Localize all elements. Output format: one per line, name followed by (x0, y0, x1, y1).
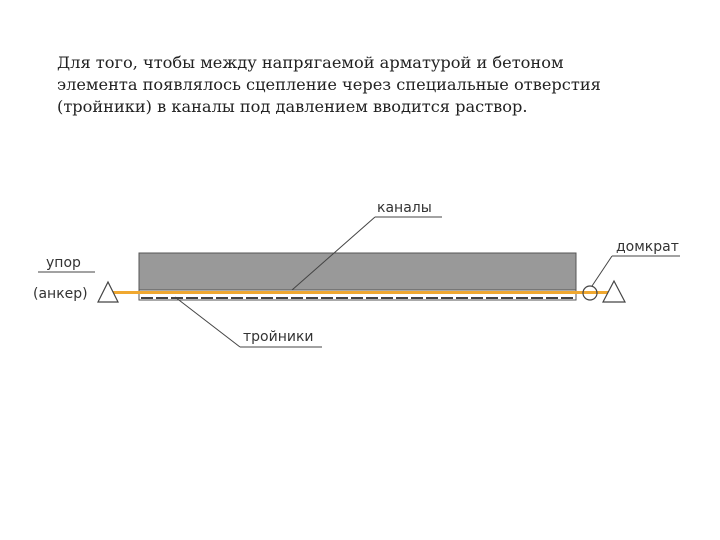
stop-label: упор (46, 255, 81, 271)
jack-label: домкрат (616, 239, 679, 255)
paragraph-line-3: (тройники) в каналы под давлением вводит… (57, 97, 528, 116)
concrete-beam (138, 252, 577, 292)
tees-label: тройники (243, 329, 314, 345)
channels-leader-line (291, 216, 376, 291)
tees-leader-line (174, 296, 241, 348)
paragraph-line-2: элемента появлялось сцепление через спец… (57, 75, 601, 94)
description-paragraph: Для того, чтобы между напрягаемой армату… (57, 52, 677, 118)
channels-label: каналы (377, 200, 432, 216)
anchor-label: (анкер) (33, 286, 88, 302)
jack-circle (582, 285, 598, 301)
paragraph-line-1: Для того, чтобы между напрягаемой армату… (57, 53, 564, 72)
right-support-triangle (602, 279, 626, 303)
left-support-triangle (97, 280, 119, 303)
channel-strip (138, 289, 577, 301)
jack-leader-line (591, 255, 613, 287)
